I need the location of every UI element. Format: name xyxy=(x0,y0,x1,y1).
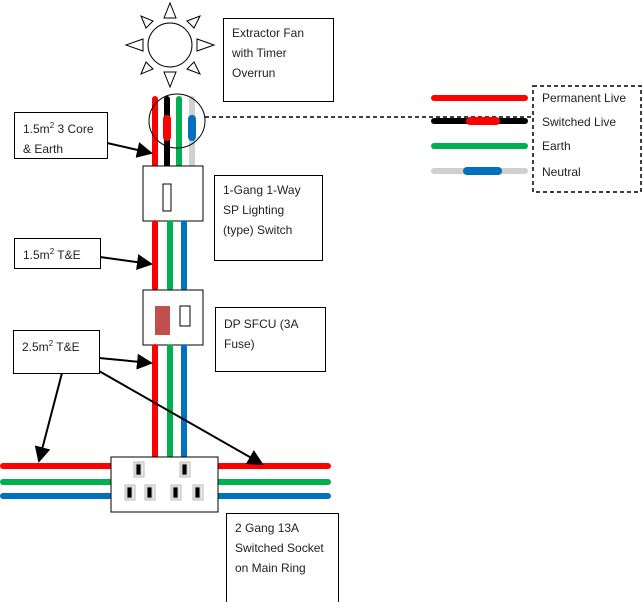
legend-box xyxy=(532,85,642,193)
fuse xyxy=(155,306,170,335)
cable-15-label: 1.5m2 T&E xyxy=(14,238,101,269)
switch-rocker xyxy=(162,183,172,212)
legend-switched-live: Switched Live xyxy=(542,115,617,129)
ring-cable xyxy=(0,463,331,499)
label-text: 2.5m xyxy=(22,340,49,354)
cable-15-te xyxy=(152,220,187,291)
label-text: 1.5m xyxy=(23,122,50,136)
cable-3core-label: 1.5m2 3 Core & Earth xyxy=(14,112,108,159)
light-switch xyxy=(142,165,204,222)
socket-label: 2 Gang 13A Switched Socket on Main Ring xyxy=(226,513,339,602)
label-sup: 2 xyxy=(49,121,55,130)
legend-swatches xyxy=(431,95,528,175)
legend-permanent-live: Permanent Live xyxy=(542,91,627,105)
sfcu xyxy=(142,289,204,346)
legend-neutral: Neutral xyxy=(542,165,581,179)
sfcu-label: DP SFCU (3A Fuse) xyxy=(215,307,326,372)
label-text: T&E xyxy=(53,340,80,354)
label-text: 1.5m xyxy=(23,248,50,262)
fan-icon xyxy=(124,1,216,89)
highlight-circle xyxy=(148,93,206,149)
cable-3core-earth xyxy=(152,96,196,168)
cable-25-spur xyxy=(152,344,187,459)
socket-pins xyxy=(124,461,204,501)
label-sup: 2 xyxy=(49,247,55,256)
pointer-arrows xyxy=(34,142,264,465)
label-text: 3 Core & Earth xyxy=(23,122,94,156)
sfcu-switch xyxy=(179,305,191,327)
label-sup: 2 xyxy=(48,339,54,348)
legend-earth: Earth xyxy=(542,139,571,153)
fan-label: Extractor Fan with Timer Overrun xyxy=(223,18,334,102)
switch-label: 1-Gang 1-Way SP Lighting (type) Switch xyxy=(214,175,323,261)
cable-25-label: 2.5m2 T&E xyxy=(13,330,100,374)
label-text: T&E xyxy=(54,248,81,262)
